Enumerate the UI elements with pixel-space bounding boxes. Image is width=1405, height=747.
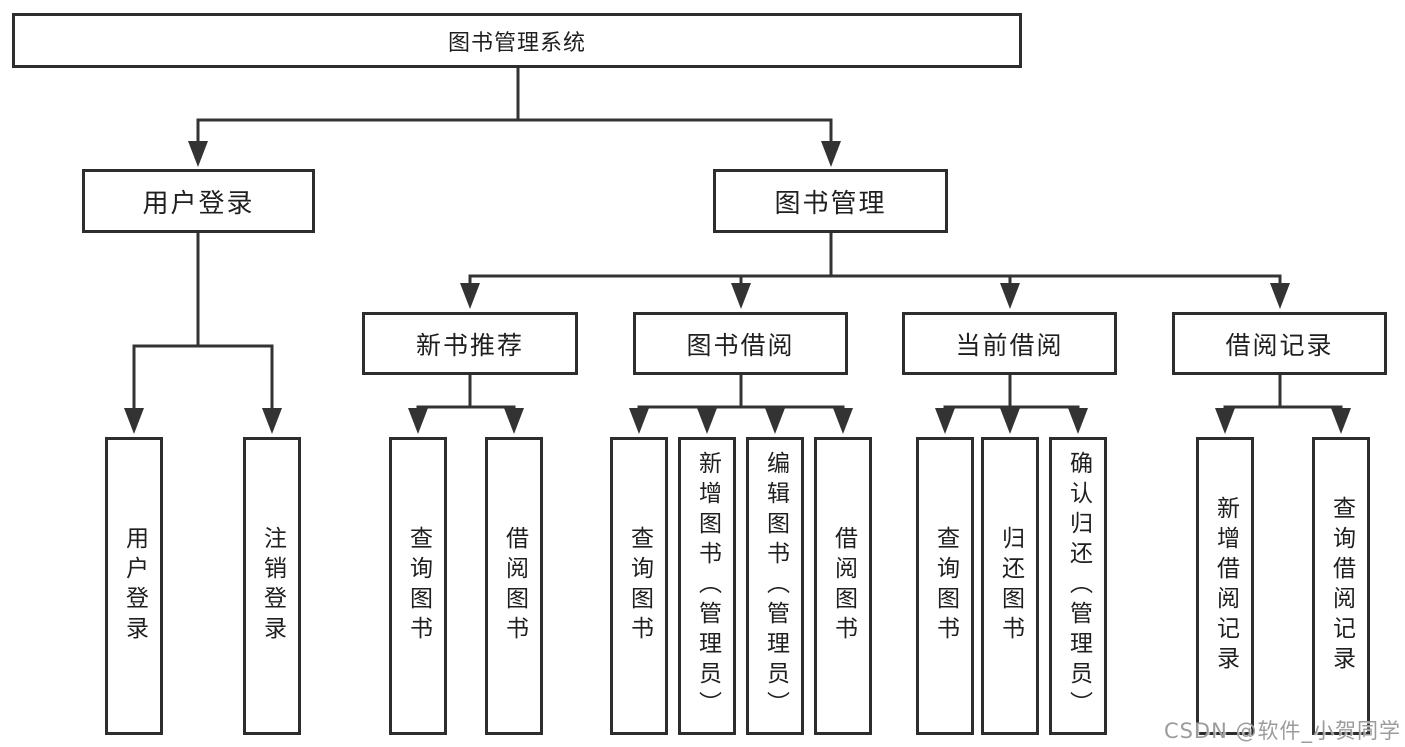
leaf-query-books-borrowing: 查询图书 — [610, 437, 668, 735]
leaf-borrow-books-recommend: 借阅图书 — [485, 437, 543, 735]
leaf-query-books-recommend: 查询图书 — [389, 437, 447, 735]
node-label: 图书管理 — [774, 188, 887, 219]
node-library-management-system: 图书管理系统 — [12, 13, 1022, 68]
arrowhead-icon — [460, 283, 480, 309]
node-label: 归还图书 — [997, 526, 1024, 646]
leaf-add-borrow-record: 新增借阅记录 — [1196, 437, 1254, 735]
arrowhead-icon — [124, 408, 144, 434]
arrowhead-icon — [504, 408, 524, 434]
arrowhead-icon — [1000, 408, 1020, 434]
node-label: 借阅记录 — [1225, 330, 1334, 360]
arrowhead-icon — [833, 408, 853, 434]
node-label: 借阅图书 — [830, 526, 857, 646]
arrowhead-icon — [1270, 283, 1290, 309]
node-label: 当前借阅 — [955, 330, 1064, 360]
arrowhead-icon — [262, 408, 282, 434]
node-label: 查询图书 — [626, 526, 653, 646]
node-label: 用户登录 — [142, 188, 255, 219]
arrowhead-icon — [1331, 408, 1351, 434]
arrowhead-icon — [1068, 408, 1088, 434]
node-label: 新书推荐 — [415, 330, 524, 360]
node-label: 查询图书 — [405, 526, 432, 646]
node-label: 确认归还（管理员） — [1065, 451, 1092, 721]
node-book-borrowing: 图书借阅 — [633, 312, 848, 375]
node-label: 编辑图书（管理员） — [762, 451, 789, 721]
edge-root-trunk — [196, 66, 833, 151]
edge-book-management-trunk — [468, 231, 1282, 293]
arrowhead-icon — [629, 408, 649, 434]
node-new-book-recommendation: 新书推荐 — [362, 312, 578, 375]
leaf-return-books: 归还图书 — [981, 437, 1039, 735]
arrowhead-icon — [935, 408, 955, 434]
csdn-watermark: CSDN @软件_小贺同学 — [1163, 719, 1401, 743]
arrowhead-icon — [731, 283, 751, 309]
arrowhead-icon — [821, 141, 841, 167]
arrowheads — [124, 141, 1351, 434]
edge-new-book-trunk — [416, 373, 516, 416]
node-user-login: 用户登录 — [82, 169, 315, 233]
node-label: 注销登录 — [259, 526, 286, 646]
arrowhead-icon — [188, 141, 208, 167]
leaf-logout: 注销登录 — [243, 437, 301, 735]
arrowhead-icon — [408, 408, 428, 434]
edge-borrowing-records-trunk — [1223, 373, 1343, 416]
node-book-management: 图书管理 — [713, 169, 948, 233]
leaf-edit-books-admin: 编辑图书（管理员） — [746, 437, 804, 735]
arrowhead-icon — [765, 408, 785, 434]
edge-book-borrowing-trunk — [637, 373, 845, 416]
node-label: 图书管理系统 — [447, 30, 586, 56]
leaf-add-books-admin: 新增图书（管理员） — [678, 437, 736, 735]
arrowhead-icon — [1215, 408, 1235, 434]
leaf-user-login: 用户登录 — [105, 437, 163, 735]
arrowhead-icon — [1000, 283, 1020, 309]
node-label: 图书借阅 — [686, 330, 795, 360]
edge-user-login-trunk — [132, 231, 274, 417]
node-label: 新增图书（管理员） — [694, 451, 721, 721]
leaf-query-borrow-record: 查询借阅记录 — [1312, 437, 1370, 735]
node-label: 查询图书 — [932, 526, 959, 646]
node-borrowing-records: 借阅记录 — [1172, 312, 1387, 375]
node-label: 新增借阅记录 — [1212, 496, 1239, 676]
leaf-confirm-return-admin: 确认归还（管理员） — [1049, 437, 1107, 735]
node-label: 用户登录 — [121, 526, 148, 646]
node-label: 借阅图书 — [501, 526, 528, 646]
leaf-query-books-current: 查询图书 — [916, 437, 974, 735]
node-label: 查询借阅记录 — [1328, 496, 1355, 676]
leaf-borrow-books-borrowing: 借阅图书 — [814, 437, 872, 735]
arrowhead-icon — [697, 408, 717, 434]
node-current-borrowing: 当前借阅 — [902, 312, 1117, 375]
